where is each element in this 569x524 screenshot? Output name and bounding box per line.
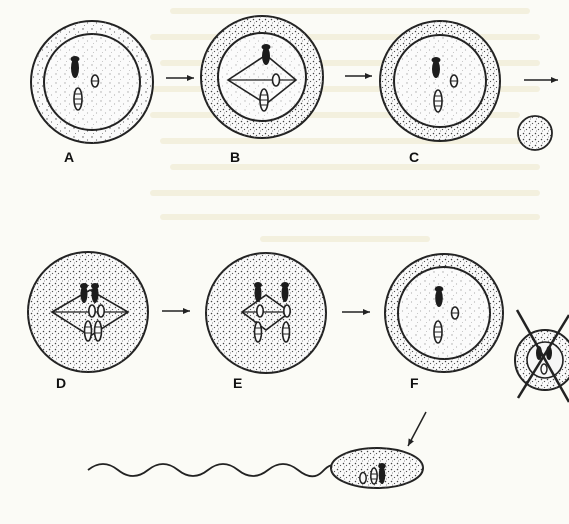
panel-label-b: B bbox=[230, 150, 240, 164]
cell-c bbox=[380, 21, 500, 141]
chromosome-striped bbox=[434, 321, 442, 343]
arrow-f-sperm bbox=[408, 412, 426, 446]
panel-label-f: F bbox=[410, 376, 419, 390]
panel-label-d: D bbox=[56, 376, 66, 390]
cell-d bbox=[28, 252, 148, 372]
cell-e bbox=[206, 253, 326, 373]
cell-a bbox=[31, 21, 153, 143]
chromosome-striped bbox=[74, 88, 82, 110]
cell-f bbox=[385, 254, 503, 372]
cell-b bbox=[201, 16, 323, 138]
panel-label-c: C bbox=[409, 150, 419, 164]
panel-label-a: A bbox=[64, 150, 74, 164]
sperm-cell bbox=[88, 448, 423, 488]
chromosome-small bbox=[451, 75, 458, 87]
chromosome-striped bbox=[260, 89, 268, 111]
chromosome-small bbox=[452, 307, 459, 319]
flagellum bbox=[88, 464, 332, 476]
polar-body-1 bbox=[518, 116, 552, 150]
chromosome-striped bbox=[434, 90, 442, 112]
panel-label-e: E bbox=[233, 376, 242, 390]
chromosome-small bbox=[273, 74, 280, 86]
polar-body-degenerating bbox=[515, 310, 569, 402]
chromosome-small bbox=[92, 75, 99, 87]
